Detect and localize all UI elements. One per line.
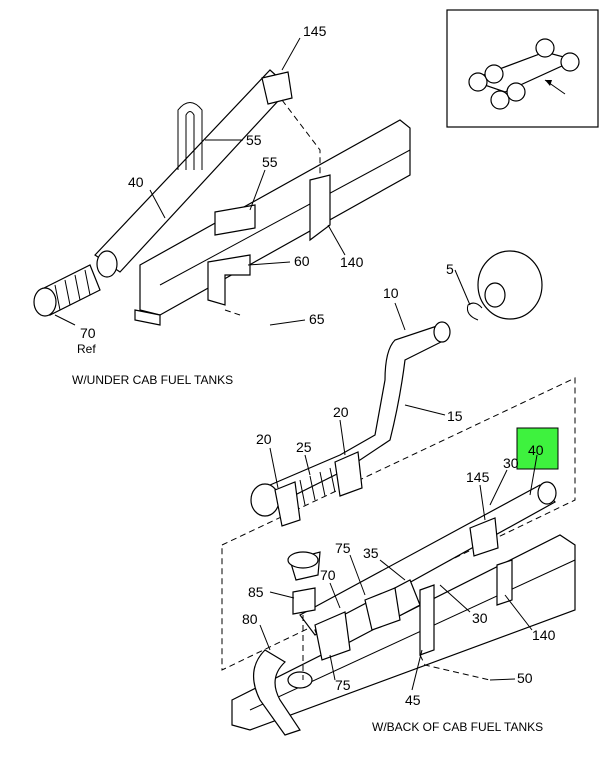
hose-15 <box>264 324 446 512</box>
clamp-55 <box>214 204 256 236</box>
clamp-75-b <box>314 611 351 661</box>
callout-30-bottom: 30 <box>472 610 488 626</box>
bracket-60 <box>207 254 251 306</box>
callout-40-highlighted: 40 <box>528 442 544 458</box>
callout-25: 25 <box>296 439 312 455</box>
callout-145-top: 145 <box>303 23 327 39</box>
callout-140-top: 140 <box>340 254 364 270</box>
clamp-75-a <box>364 587 401 631</box>
callout-20-b: 20 <box>256 431 272 447</box>
sleeve-25 <box>299 467 336 506</box>
clamp-20-a <box>274 481 301 527</box>
u-bolt-55 <box>177 102 203 170</box>
callout-5: 5 <box>446 261 454 277</box>
callout-70: 70 <box>80 325 96 341</box>
callout-45: 45 <box>405 692 421 708</box>
clamp-145-top <box>261 71 293 105</box>
callout-75-a: 75 <box>335 540 351 556</box>
callout-60: 60 <box>294 253 310 269</box>
clamp-85 <box>292 587 316 615</box>
assembly-plane <box>221 377 576 671</box>
leader-lines <box>54 37 538 691</box>
bracket-140-top <box>309 174 331 242</box>
callout-85: 85 <box>248 584 264 600</box>
callout-75-b: 75 <box>335 677 351 693</box>
callout-65: 65 <box>309 311 325 327</box>
callout-80: 80 <box>242 611 258 627</box>
caption-back-of-cab: W/BACK OF CAB FUEL TANKS <box>372 720 543 734</box>
callout-50: 50 <box>517 670 533 686</box>
air-cleaner-5 <box>467 250 543 321</box>
callout-55-b: 55 <box>262 154 278 170</box>
callout-145-bottom: 145 <box>466 469 490 485</box>
caption-under-cab: W/UNDER CAB FUEL TANKS <box>72 373 233 387</box>
callout-35: 35 <box>363 545 379 561</box>
callout-10: 10 <box>383 285 399 301</box>
bracket-140-bottom <box>496 559 513 606</box>
upper-frame-rail <box>134 119 411 326</box>
upper-pipe-40 <box>33 69 291 317</box>
callout-15: 15 <box>447 408 463 424</box>
elbow-80 <box>253 649 301 736</box>
bracket-45 <box>419 584 435 656</box>
callout-55-a: 55 <box>246 132 262 148</box>
callout-140-bottom: 140 <box>532 627 556 643</box>
callout-40-left: 40 <box>128 174 144 190</box>
callout-70-b: 70 <box>320 567 336 583</box>
highlight-box <box>516 427 559 470</box>
locator-inset <box>446 9 599 128</box>
callout-ref: Ref <box>77 342 96 356</box>
callout-30-top: 30 <box>503 455 519 471</box>
clamp-145-bottom <box>469 517 499 557</box>
callout-20-a: 20 <box>333 404 349 420</box>
clamp-20-b <box>334 451 363 497</box>
